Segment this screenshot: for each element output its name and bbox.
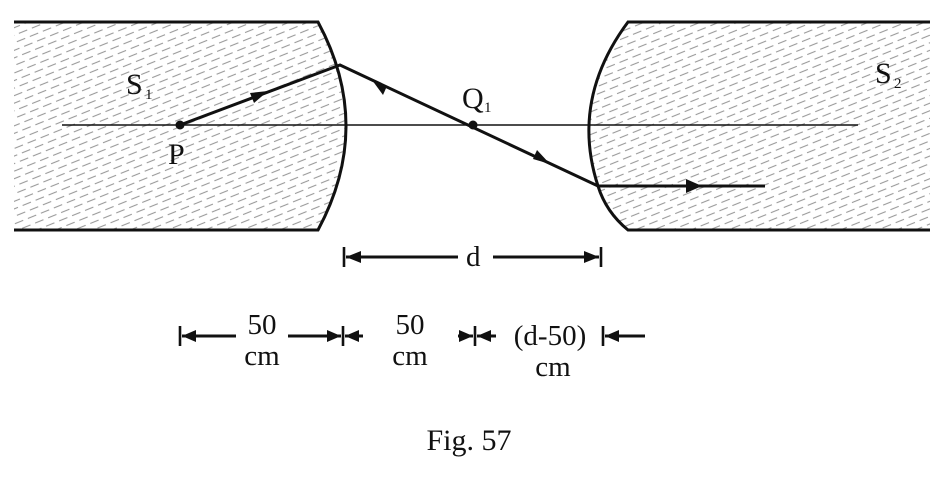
label-s2: S: [875, 57, 892, 90]
label-s1: S: [126, 68, 143, 101]
label-q1: Q: [462, 82, 484, 115]
medium-s1-boundary: [14, 20, 348, 232]
label-d: d: [466, 241, 481, 273]
point-q1: [468, 120, 478, 130]
label-q1-subscript: 1: [484, 100, 492, 116]
dim3-bottom: cm: [535, 351, 571, 383]
dim2-top: 50: [396, 309, 425, 341]
dim1-bottom: cm: [244, 340, 280, 372]
ray-arrow-1: [250, 91, 268, 103]
label-s2-subscript: 2: [894, 76, 902, 92]
dim2-bottom: cm: [392, 340, 428, 372]
ray-arrow-4: [686, 179, 702, 193]
dimension-row: [178, 326, 645, 346]
label-p: P: [168, 138, 185, 171]
ray-arrow-2: [372, 80, 387, 95]
ray-arrow-3: [533, 150, 550, 164]
dim3-top: (d-50): [514, 320, 586, 352]
figure-caption: Fig. 57: [426, 424, 511, 457]
medium-s2-boundary: [587, 20, 930, 232]
medium-s2: [588, 22, 930, 230]
dimension-d: [342, 247, 603, 267]
point-p: [175, 120, 185, 130]
dim1-top: 50: [248, 309, 277, 341]
label-s1-subscript: 1: [145, 87, 153, 103]
